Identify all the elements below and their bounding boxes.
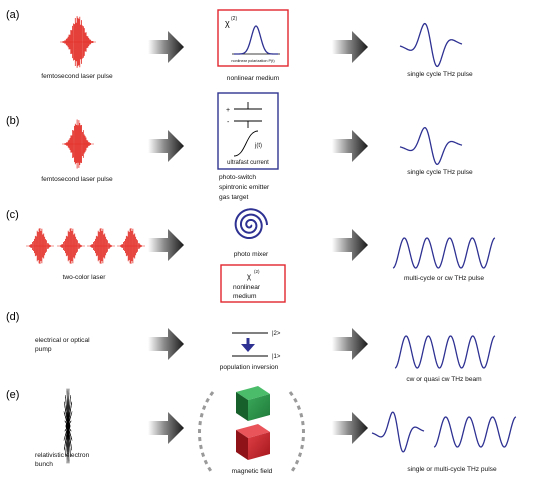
medium-line-1: photo-switch [219,174,256,181]
panel-label-d: (d) [6,311,19,323]
ultrafast-current-box [217,92,279,170]
chi-symbol: χ [225,18,230,28]
mixer-label: photo mixer [234,251,269,258]
arrow-right-icon [332,130,368,162]
input-label-b: femtosecond laser pulse [41,176,113,183]
nonlinear-medium-box [220,264,286,303]
input-label-c: two-color laser [63,274,107,281]
chi-superscript: (2) [231,16,237,22]
arrow-right-icon [332,412,368,444]
femtosecond-pulse-icon [60,16,96,68]
multi-cycle-thz-icon [433,416,517,448]
arrow-right-icon [148,328,184,360]
medium-line-2: spintronic emitter [219,184,270,191]
field-boundary-left [198,391,215,475]
panel-label-b: (b) [6,115,19,127]
chi-symbol: χ [247,272,252,281]
panel-label-e: (e) [6,389,19,401]
input-line-1: relativistic electron [35,452,90,459]
output-label-d: cw or quasi cw THz beam [406,376,482,383]
box-caption: ultrafast current [227,160,269,166]
arrow-right-icon [148,412,184,444]
level-lower: |1> [272,354,281,360]
minus-sign: - [227,119,230,126]
output-label-b: single cycle THz pulse [407,169,473,176]
arrow-right-icon [148,229,184,261]
medium-line-3: gas target [219,194,248,201]
arrow-right-icon [332,328,368,360]
arrow-right-icon [332,229,368,261]
row-e: (e) relativistic electron bunch magnetic… [6,386,517,475]
single-cycle-thz-icon [399,22,463,68]
biased-switch-icon [234,102,262,128]
two-color-pulse-train-icon [26,228,145,264]
medium-label-d: population inversion [220,364,279,371]
input-line-2: pump [35,346,52,353]
row-a: (a) femtosecond laser pulse χ (2) nonlin… [6,9,473,82]
single-cycle-thz-icon [371,411,425,453]
magnet-south-icon [236,424,270,460]
output-label-e: single or multi-cycle THz pulse [407,466,497,473]
plus-sign: + [226,107,230,114]
current-label: j(t) [254,143,262,149]
femtosecond-pulse-icon [62,119,94,169]
level-upper: |2> [272,331,281,337]
arrow-right-icon [148,31,184,63]
cw-thz-icon [394,335,496,369]
arrow-right-icon [148,130,184,162]
energy-levels-icon [232,332,268,357]
nonlinear-medium-box [217,9,289,67]
box-line-2: medium [233,293,257,300]
chi-superscript: (2) [254,269,260,274]
single-cycle-thz-icon [399,126,463,166]
current-step-icon [233,130,259,157]
input-label-a: femtosecond laser pulse [41,73,113,80]
magnet-north-icon [236,386,270,421]
box-axis-label: nonlinear polarization P(t) [231,59,275,63]
output-label-c: multi-cycle or cw THz pulse [404,275,484,282]
photo-mixer-spiral-icon [234,208,269,240]
electron-bunch-icon [63,388,73,464]
input-line-2: bunch [35,461,53,468]
field-boundary-right [288,391,305,475]
panel-label-c: (c) [6,209,19,221]
arrow-right-icon [332,31,368,63]
row-c: (c) two-color laser photo mixer χ (2) no… [6,208,496,303]
row-d: (d) electrical or optical pump |2> |1> p… [6,311,496,383]
multi-cycle-thz-icon [392,237,496,269]
polarization-curve-icon [234,25,278,55]
panel-label-a: (a) [6,9,19,21]
output-label-a: single cycle THz pulse [407,71,473,78]
medium-label-a: nonlinear medium [227,75,280,82]
box-line-1: nonlinear [233,284,261,291]
row-b: (b) femtosecond laser pulse + - j(t) ult… [6,92,473,201]
medium-label-e: magnetic field [232,468,273,475]
input-line-1: electrical or optical [35,337,90,344]
